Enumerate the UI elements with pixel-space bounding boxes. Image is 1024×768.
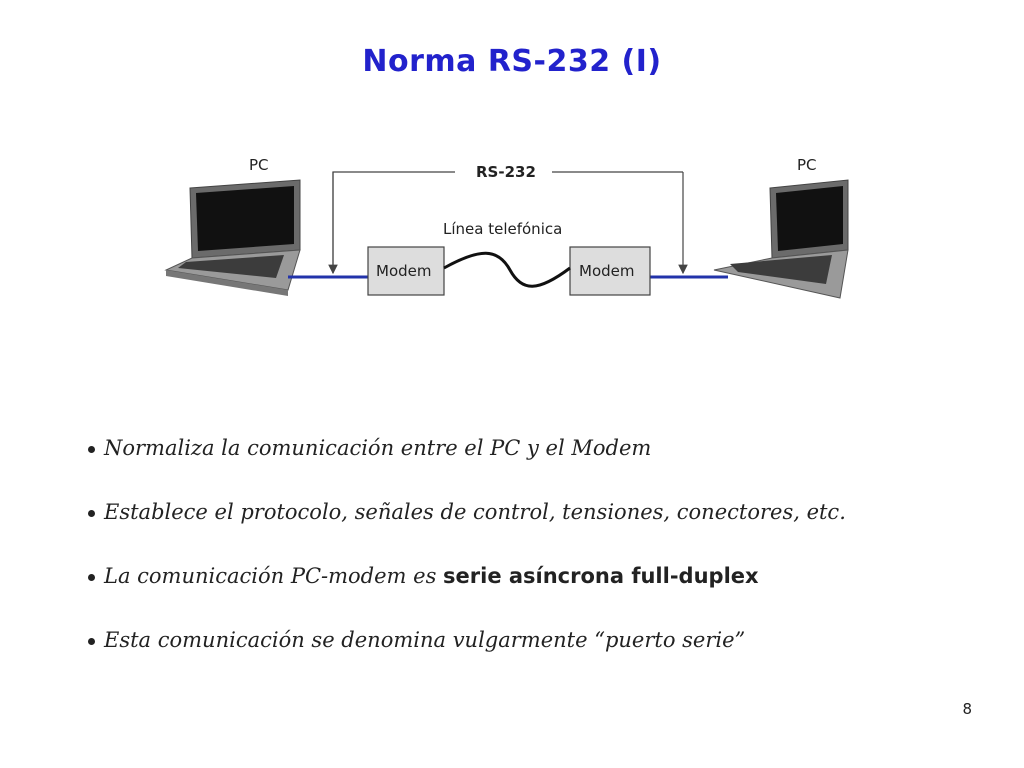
right-modem-label: Modem [579,262,634,280]
rs232-bracket [328,171,688,275]
right-laptop-icon [713,179,849,299]
right-modem-box [569,246,651,296]
left-modem-label: Modem [376,262,431,280]
left-pc-label: PC [249,156,269,174]
bullet-item: La comunicación PC-modem es serie asíncr… [88,560,988,624]
bullet-dot-icon [88,574,95,581]
bullet-text: La comunicación PC-modem es [104,564,444,588]
right-pc-label: PC [797,156,817,174]
bullet-dot-icon [88,510,95,517]
bullet-text: Normaliza la comunicación entre el PC y … [104,436,652,460]
rs232-diagram: PC PC RS-232 Línea telefónica Modem Mode… [164,156,849,299]
bullet-item: Establece el protocolo, señales de contr… [88,496,988,560]
bullet-bold-text: serie asíncrona full-duplex [443,564,759,588]
page-number: 8 [962,700,972,718]
slide-title: Norma RS-232 (I) [362,44,662,79]
bullet-item: Normaliza la comunicación entre el PC y … [88,432,988,496]
bullet-list: Normaliza la comunicación entre el PC y … [88,432,988,688]
phone-line-label: Línea telefónica [443,220,562,238]
left-laptop-icon [164,179,301,296]
phone-line-wire [443,251,571,288]
bullet-item: Esta comunicación se denomina vulgarment… [88,624,988,688]
bullet-text: Establece el protocolo, señales de contr… [104,500,846,524]
bullet-dot-icon [88,638,95,645]
bullet-dot-icon [88,446,95,453]
rs232-label: RS-232 [476,163,536,181]
left-modem-box [367,246,445,296]
bullet-text: Esta comunicación se denomina vulgarment… [104,628,746,652]
